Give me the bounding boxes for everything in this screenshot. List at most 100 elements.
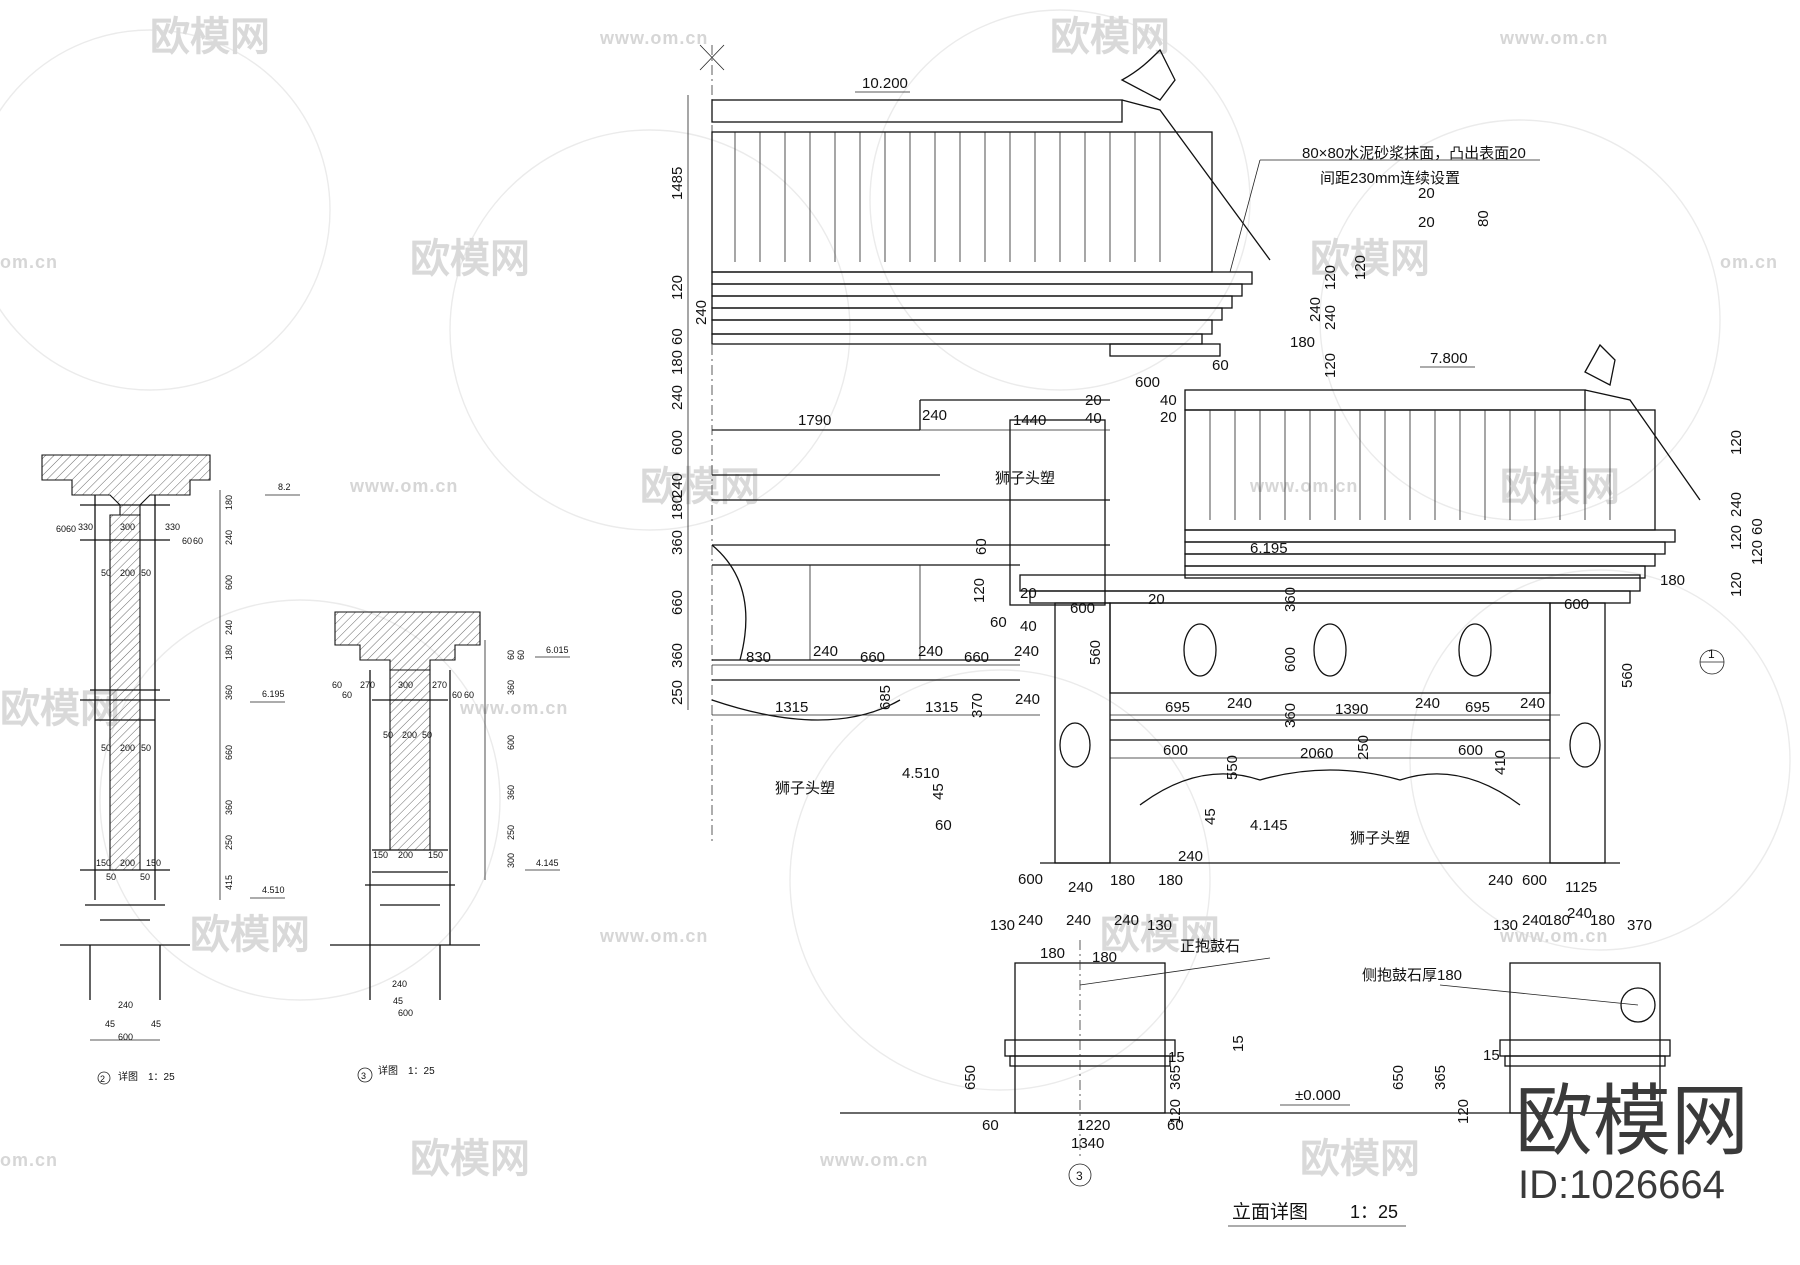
svg-text:60: 60 (1212, 357, 1229, 374)
svg-text:50: 50 (101, 568, 111, 578)
svg-text:240: 240 (813, 643, 838, 660)
svg-text:600: 600 (1163, 742, 1188, 759)
svg-text:60: 60 (182, 536, 192, 546)
svg-text:240: 240 (922, 407, 947, 424)
svg-text:240: 240 (1018, 912, 1043, 929)
svg-text:120: 120 (1728, 572, 1745, 597)
svg-text:600: 600 (506, 735, 516, 750)
svg-text:240: 240 (1014, 643, 1039, 660)
svg-text:600: 600 (1282, 647, 1299, 672)
svg-text:240: 240 (693, 300, 710, 325)
detail-marker-3: 3 (1076, 1169, 1083, 1183)
left-base (1014, 962, 1166, 1114)
svg-text:15: 15 (1168, 1049, 1185, 1066)
section-marker-1: 1 (1708, 647, 1715, 661)
svg-text:365: 365 (1432, 1065, 1449, 1090)
drawing-title: 立面详图 (1232, 1201, 1308, 1223)
detail2-level-top: 8.2 (278, 482, 291, 492)
svg-text:600: 600 (1135, 374, 1160, 391)
svg-text:50: 50 (383, 730, 393, 740)
svg-text:50: 50 (106, 872, 116, 882)
svg-text:180: 180 (669, 495, 686, 520)
svg-text:45: 45 (930, 783, 947, 800)
drum-stone-side (1620, 987, 1656, 1023)
svg-text:150: 150 (96, 858, 111, 868)
svg-text:80: 80 (1475, 210, 1492, 227)
svg-text:1340: 1340 (1071, 1135, 1104, 1152)
watermark-short-2: om.cn (1720, 252, 1778, 272)
svg-text:150: 150 (428, 850, 443, 860)
svg-text:180: 180 (669, 350, 686, 375)
svg-text:45: 45 (1202, 808, 1219, 825)
svg-text:200: 200 (120, 743, 135, 753)
note-lion-2: 狮子头塑 (775, 780, 835, 797)
detail3-label: 详图 (378, 1064, 398, 1077)
svg-text:20: 20 (1085, 392, 1102, 409)
svg-text:50: 50 (101, 743, 111, 753)
svg-text:370: 370 (969, 693, 986, 718)
svg-text:60: 60 (332, 680, 342, 690)
svg-text:300: 300 (120, 522, 135, 532)
svg-text:180: 180 (1545, 912, 1570, 929)
detail3-level-top: 6.015 (546, 645, 569, 655)
svg-text:60: 60 (1749, 518, 1766, 535)
svg-text:50: 50 (422, 730, 432, 740)
detail-3: 60 60 360 600 360 250 300 6.015 4.145 60… (330, 611, 570, 1083)
svg-text:60: 60 (193, 536, 203, 546)
detail2-scale: 1：25 (148, 1072, 175, 1083)
svg-text:550: 550 (1224, 755, 1241, 780)
svg-text:15: 15 (1483, 1047, 1500, 1064)
svg-text:45: 45 (393, 996, 403, 1006)
svg-text:270: 270 (432, 680, 447, 690)
svg-text:50: 50 (141, 568, 151, 578)
watermark-url-1: www.om.cn (599, 28, 708, 48)
svg-text:45: 45 (151, 1019, 161, 1029)
svg-text:40: 40 (1020, 618, 1037, 635)
svg-text:240: 240 (1415, 695, 1440, 712)
svg-text:365: 365 (1167, 1065, 1184, 1090)
svg-text:695: 695 (1165, 699, 1190, 716)
svg-text:240: 240 (1567, 905, 1592, 922)
brand-name: 欧模网 (1515, 1077, 1749, 1165)
svg-text:60: 60 (56, 524, 66, 534)
svg-text:200: 200 (120, 858, 135, 868)
detail-2: 180 240 600 240 180 360 660 360 250 415 … (41, 454, 300, 1085)
level-arch-mid: 4.145 (1250, 817, 1288, 834)
svg-text:150: 150 (373, 850, 388, 860)
svg-text:660: 660 (669, 590, 686, 615)
svg-text:250: 250 (224, 835, 234, 850)
svg-text:240: 240 (1307, 297, 1324, 322)
level-6195: 6.195 (1250, 540, 1288, 557)
svg-text:360: 360 (506, 785, 516, 800)
svg-text:20: 20 (1418, 214, 1435, 231)
watermark-brand-7: 欧模网 (0, 687, 120, 731)
svg-text:560: 560 (1087, 640, 1104, 665)
brand-stamp: 欧模网 ID:1026664 (1515, 1077, 1749, 1207)
drawing-scale: 1：25 (1350, 1202, 1398, 1222)
watermark-brand-11: 欧模网 (1300, 1137, 1420, 1181)
note-drum-side: 侧抱鼓石厚180 (1362, 967, 1462, 984)
brand-id: ID:1026664 (1518, 1163, 1725, 1207)
svg-text:60: 60 (990, 614, 1007, 631)
svg-text:600: 600 (1522, 872, 1547, 889)
svg-text:180: 180 (1590, 912, 1615, 929)
svg-text:180: 180 (1290, 334, 1315, 351)
note-drum-front: 正抱鼓石 (1180, 938, 1240, 955)
svg-text:650: 650 (962, 1065, 979, 1090)
svg-text:240: 240 (1322, 305, 1339, 330)
svg-text:20: 20 (1418, 185, 1435, 202)
svg-text:1390: 1390 (1335, 701, 1368, 718)
svg-text:180: 180 (1092, 949, 1117, 966)
svg-text:20: 20 (1160, 409, 1177, 426)
svg-text:120: 120 (1322, 353, 1339, 378)
level-ground: ±0.000 (1295, 1087, 1341, 1104)
svg-text:360: 360 (669, 643, 686, 668)
svg-text:120: 120 (1322, 265, 1339, 290)
svg-text:120: 120 (1455, 1099, 1472, 1124)
detail2-cap-hatch (41, 454, 211, 516)
svg-text:240: 240 (1015, 691, 1040, 708)
svg-text:240: 240 (1114, 912, 1139, 929)
svg-text:300: 300 (398, 680, 413, 690)
gate-frieze (1109, 602, 1551, 694)
